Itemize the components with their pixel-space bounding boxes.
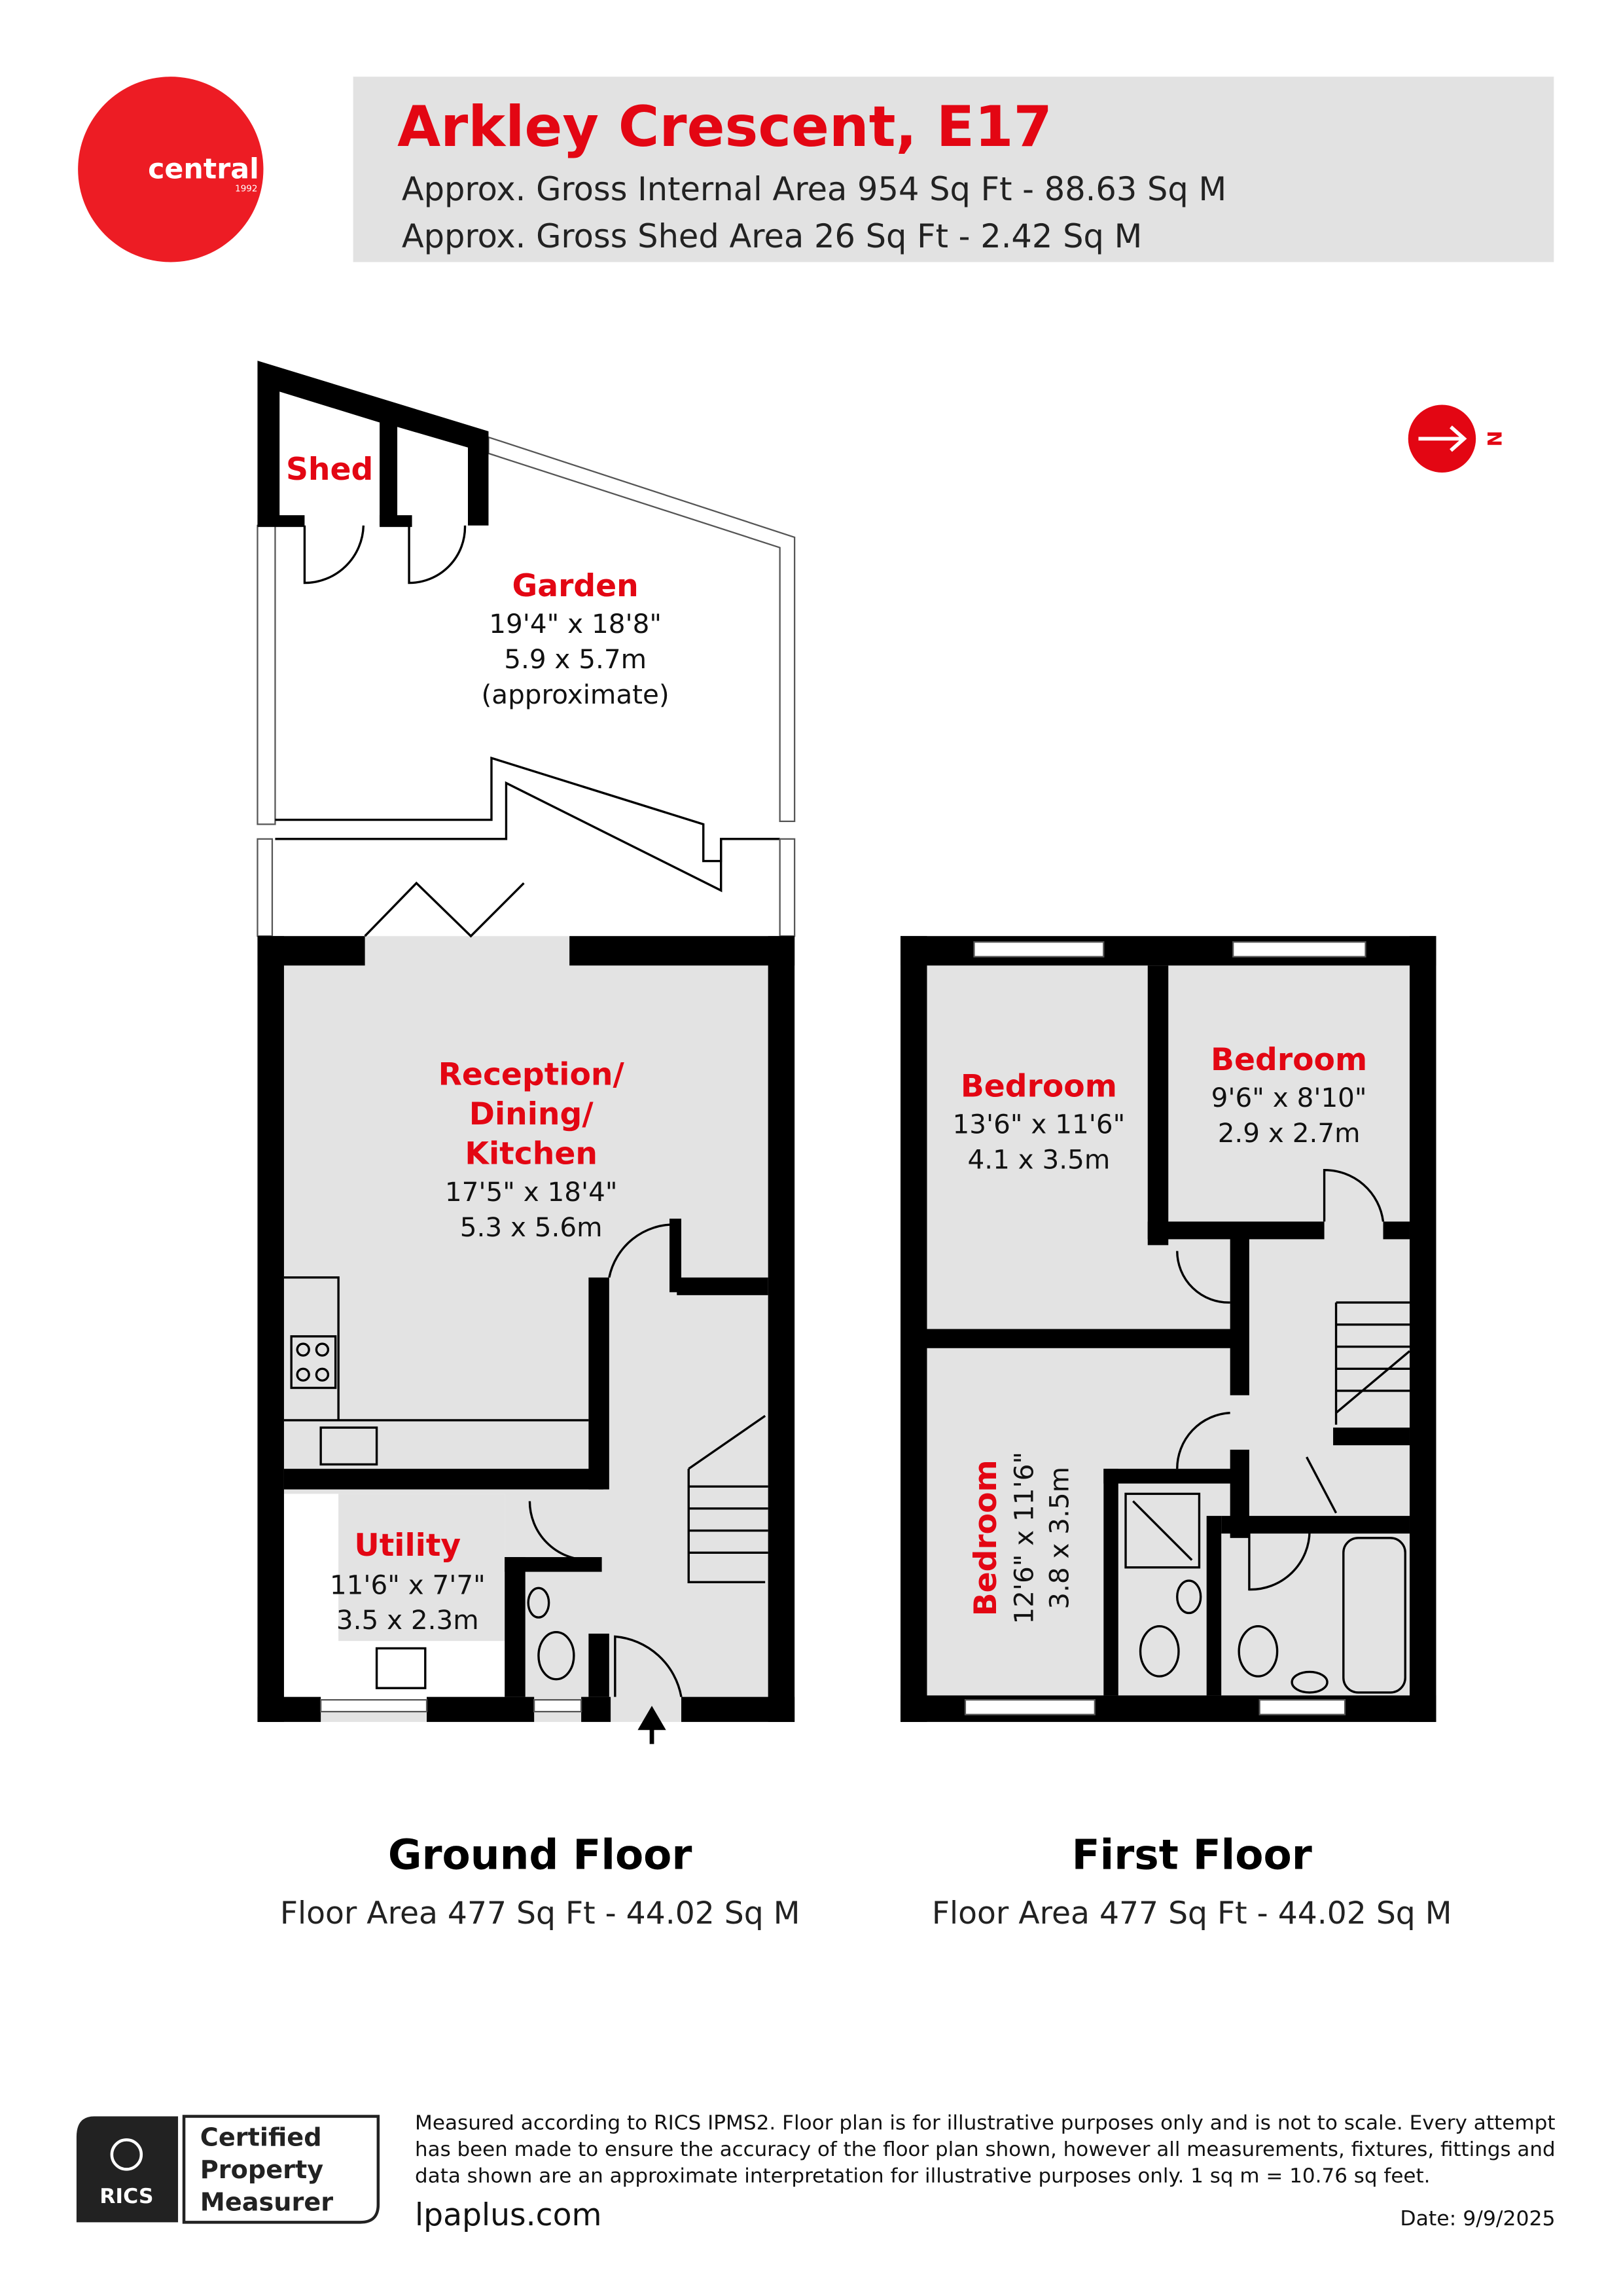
ground-floor-area: Floor Area 477 Sq Ft - 44.02 Sq M: [280, 1895, 800, 1931]
gross-internal-area: Approx. Gross Internal Area 954 Sq Ft - …: [402, 170, 1226, 208]
first-floor-area: Floor Area 477 Sq Ft - 44.02 Sq M: [932, 1895, 1452, 1931]
plan-date: Date: 9/9/2025: [1400, 2207, 1555, 2231]
disclaimer-line: has been made to ensure the accuracy of …: [415, 2138, 1556, 2161]
svg-text:RICS: RICS: [99, 2185, 153, 2208]
room-dimensions: 4.1 x 3.5m: [967, 1143, 1110, 1175]
rics-badge: RICS Certified Property Measurer: [76, 2115, 380, 2224]
room-label-shed: Shed: [286, 452, 373, 488]
disclaimer-line: data shown are an approximate interpreta…: [415, 2165, 1430, 2188]
first-floor-plan: [901, 936, 1436, 1722]
room-dimensions: 5.3 x 5.6m: [460, 1211, 603, 1243]
svg-text:Property: Property: [200, 2156, 324, 2185]
room-dimensions: 9'6" x 8'10": [1211, 1082, 1367, 1113]
entrance-arrow-icon: [637, 1706, 666, 1744]
room-label-reception: Reception/: [438, 1056, 625, 1092]
room-dimensions: 5.9 x 5.7m: [504, 643, 647, 675]
website-link[interactable]: lpaplus.com: [415, 2197, 601, 2233]
first-floor-title: First Floor: [1072, 1831, 1312, 1879]
svg-text:N: N: [1483, 431, 1505, 446]
room-label-utility: Utility: [354, 1528, 461, 1564]
svg-text:central: central: [148, 152, 259, 185]
room-dimensions: 11'6" x 7'7": [330, 1569, 486, 1600]
gross-shed-area: Approx. Gross Shed Area 26 Sq Ft - 2.42 …: [402, 217, 1142, 255]
room-dimensions: 19'4" x 18'8": [489, 608, 662, 639]
room-label-reception: Kitchen: [465, 1136, 597, 1172]
svg-text:1992: 1992: [235, 184, 257, 194]
ground-floor-plan: [257, 881, 795, 1744]
room-dimensions: 2.9 x 2.7m: [1218, 1117, 1361, 1149]
room-label-bedroom-1: Bedroom: [961, 1068, 1117, 1104]
brand-logo: central 1992: [78, 77, 264, 262]
page-title: Arkley Crescent, E17: [397, 95, 1052, 160]
room-dimensions: 3.8 x 3.5m: [1043, 1467, 1075, 1609]
room-label-bedroom-2: Bedroom: [1211, 1042, 1367, 1078]
room-dimensions: 12'6" x 11'6": [1008, 1452, 1039, 1624]
garden-area: [257, 361, 796, 937]
disclaimer-line: Measured according to RICS IPMS2. Floor …: [415, 2112, 1556, 2135]
room-dimensions: 17'5" x 18'4": [445, 1176, 618, 1208]
header-panel: [353, 77, 1554, 262]
svg-text:Measurer: Measurer: [200, 2188, 333, 2217]
north-arrow-icon: N: [1408, 404, 1505, 473]
room-label-bedroom-3: Bedroom: [968, 1460, 1004, 1616]
room-dimensions: 3.5 x 2.3m: [336, 1604, 479, 1636]
room-label-reception: Dining/: [469, 1096, 594, 1132]
ground-floor-title: Ground Floor: [388, 1831, 692, 1879]
svg-text:Certified: Certified: [200, 2123, 322, 2152]
room-dimensions: 13'6" x 11'6": [953, 1109, 1126, 1140]
room-dimensions: (approximate): [482, 679, 669, 710]
room-label-garden: Garden: [512, 568, 638, 604]
